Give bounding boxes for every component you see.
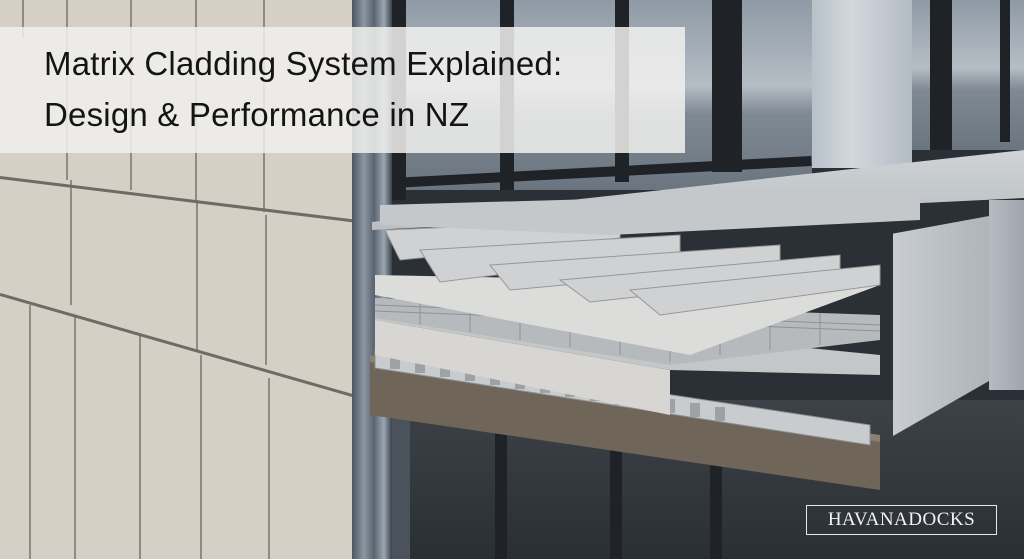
panel-joint: [70, 180, 72, 305]
brand-logo: HAVANADOCKS: [806, 505, 997, 535]
window-frame: [710, 450, 722, 559]
panel-joint: [22, 0, 24, 38]
panel-ledge: [0, 176, 360, 224]
window-frame: [392, 400, 410, 559]
cladding-assembly-cutaway: [360, 190, 920, 490]
window-frame: [495, 430, 507, 559]
cladding-end-panel-right: [989, 200, 1024, 390]
page-title-line-1: Matrix Cladding System Explained:: [44, 45, 563, 82]
window-frame: [610, 440, 622, 559]
window-frame: [712, 0, 742, 172]
facade-pier: [812, 0, 912, 168]
panel-joint: [196, 200, 198, 350]
panel-joint: [29, 305, 31, 559]
panel-joint: [268, 378, 270, 559]
panel-joint: [139, 335, 141, 559]
title-banner: Matrix Cladding System Explained: Design…: [0, 27, 685, 153]
assembly-layers-graphic: [370, 190, 920, 490]
page-title-line-2: Design & Performance in NZ: [44, 96, 470, 133]
panel-joint: [200, 355, 202, 559]
window-frame: [1000, 0, 1010, 142]
window-frame: [930, 0, 952, 150]
brand-logo-text: HAVANADOCKS: [827, 509, 976, 530]
panel-ledge: [0, 293, 361, 400]
panel-joint: [74, 315, 76, 559]
panel-joint: [265, 215, 267, 365]
